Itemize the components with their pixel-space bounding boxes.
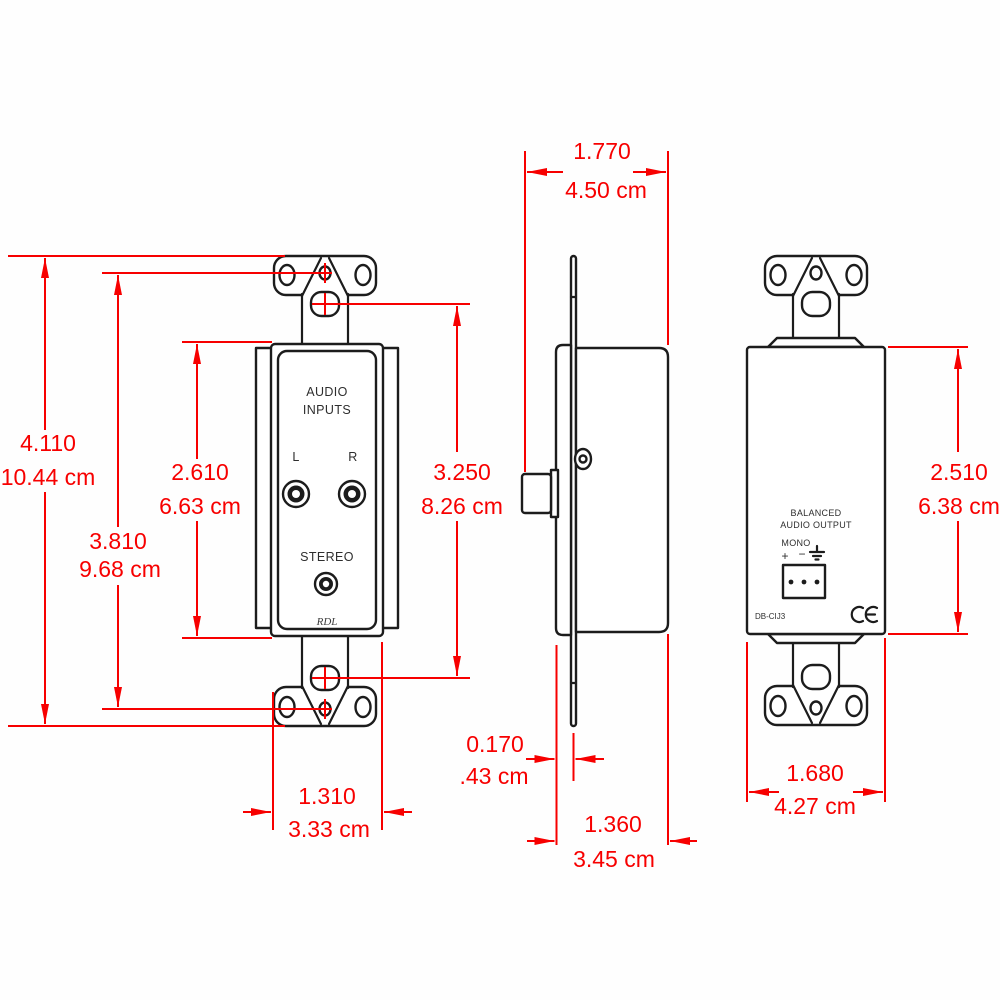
dim-enclosure-depth-cm: 3.45 cm: [573, 846, 655, 872]
back-top-mounting-bracket: [763, 254, 869, 348]
plate-thickness-extension-lines: [555, 645, 575, 845]
plate-width-extension-lines: [272, 642, 383, 830]
front-view: AUDIO INPUTS L R STEREO RDL: [254, 254, 400, 728]
dim-plate-thickness-in: 0.170: [466, 731, 524, 757]
side-jack-barrel: [520, 472, 553, 515]
dim-enclosure-width-cm: 4.27 cm: [774, 793, 856, 819]
back-enclosure-body: [745, 345, 887, 636]
rca-jack-right-icon: [337, 479, 367, 509]
back-label-balanced: BALANCED: [791, 508, 842, 518]
dim-plate-width-cm: 3.33 cm: [288, 816, 370, 842]
front-faceplate-inset: [276, 349, 378, 631]
hole-spacing-extension-lines: [102, 272, 332, 710]
back-bottom-flange: [766, 632, 866, 645]
dim-plate-width-in: 1.310: [298, 783, 356, 809]
dim-enclosure-width-in: 1.680: [786, 760, 844, 786]
ce-mark-icon: [850, 605, 879, 624]
enclosure-height-extension-lines: [888, 346, 968, 635]
dim-overall-height-in: 4.110: [20, 430, 76, 456]
front-label-inputs: INPUTS: [303, 403, 351, 417]
right-jack-label: R: [348, 450, 357, 464]
dimension-annotations: 4.110 10.44 cm 3.810 9.68 cm 2.610 6.63 …: [1, 138, 1000, 872]
dim-enclosure-depth-in: 1.360: [584, 811, 642, 837]
front-label-audio: AUDIO: [306, 385, 348, 399]
back-label-audio-output: AUDIO OUTPUT: [780, 520, 852, 530]
dim-slot-spacing-in: 3.250: [433, 459, 491, 485]
side-strap-joints: [569, 295, 578, 685]
model-number: DB-CIJ3: [755, 612, 786, 621]
back-bottom-mounting-bracket: [763, 633, 869, 727]
terminal-minus-label: −: [798, 547, 805, 561]
stereo-label: STEREO: [300, 550, 354, 564]
rca-jack-left-icon: [281, 479, 311, 509]
dim-slot-spacing-cm: 8.26 cm: [421, 493, 503, 519]
enclosure-width-extension-lines: [746, 638, 886, 802]
dim-hole-spacing-in: 3.810: [89, 528, 147, 554]
dim-enclosure-height-cm: 6.38 cm: [918, 493, 1000, 519]
side-enclosure-body: [574, 346, 670, 634]
mono-label: MONO: [781, 538, 810, 548]
brand-logo: RDL: [316, 616, 338, 628]
terminal-plus-label: +: [781, 549, 788, 563]
terminal-pin-1: [788, 579, 794, 585]
dim-hole-spacing-cm: 9.68 cm: [79, 556, 161, 582]
dim-plate-height-in: 2.610: [171, 459, 229, 485]
dim-overall-depth-cm: 4.50 cm: [565, 177, 647, 203]
dim-plate-thickness-cm: .43 cm: [459, 763, 528, 789]
left-jack-label: L: [292, 450, 299, 464]
slot-spacing-extension-lines: [312, 303, 470, 679]
depth-extension-lines: [524, 151, 669, 845]
back-top-flange: [766, 336, 866, 349]
overall-height-extension-lines: [8, 255, 285, 727]
ground-icon: [808, 544, 826, 561]
back-view: BALANCED AUDIO OUTPUT MONO + − DB-CIJ3: [745, 254, 887, 727]
dim-plate-height-cm: 6.63 cm: [159, 493, 241, 519]
plate-height-extension-lines: [182, 341, 272, 639]
terminal-pin-3: [814, 579, 820, 585]
side-view: [520, 254, 670, 728]
side-screw-center-icon: [578, 454, 588, 464]
dim-overall-height-cm: 10.44 cm: [1, 464, 96, 490]
dim-enclosure-height-in: 2.510: [930, 459, 988, 485]
dim-overall-depth-in: 1.770: [573, 138, 631, 164]
side-faceplate-edge: [554, 343, 573, 637]
terminal-pin-2: [801, 579, 807, 585]
stereo-mini-jack-icon: [313, 571, 339, 597]
